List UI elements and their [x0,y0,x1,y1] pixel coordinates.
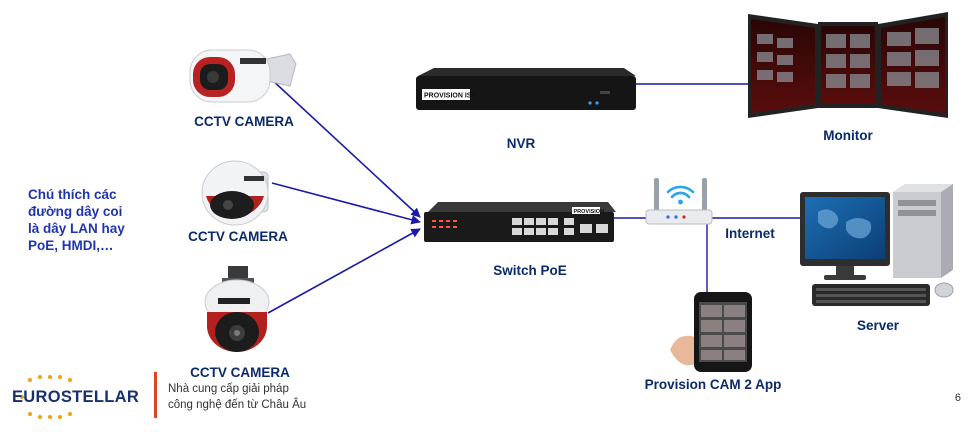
line-camera3-switch [267,228,421,314]
mobile-phone-icon [670,292,752,372]
camera2-label: CCTV CAMERA [188,229,288,244]
switch-label: Switch PoE [493,263,567,278]
tagline-line: công nghệ đến từ Châu Âu [168,399,307,411]
monitor-label: Monitor [823,128,873,143]
tagline-line: Nhà cung cấp giải pháp [168,383,289,395]
dome-camera-icon [201,160,269,226]
nvr-icon: PROVISION ISR [416,68,636,110]
cable-note-line: PoE, HMDI,… [28,238,114,253]
wifi-icon [666,185,695,199]
ptz-camera-icon [204,266,270,352]
camera1-label: CCTV CAMERA [194,114,294,129]
line-camera2-switch [271,182,421,225]
switch-brand-mark: PROVISION [574,209,605,215]
server-pc-icon [800,184,954,306]
server-label: Server [856,318,900,333]
line-camera1-switch [269,77,421,218]
brand-tagline: Nhà cung cấp giải pháp công nghệ đến từ … [168,381,306,413]
poe-switch-icon: PROVISION [424,202,616,242]
brand-name: EUROSTELLAR [12,388,140,406]
eurostellar-logo-icon [20,375,72,419]
page-number: 6 [954,392,961,404]
cable-note-line: đường dây coi [28,204,123,219]
connection-lines [267,77,800,314]
cable-note-line: là dây LAN hay [28,221,125,236]
bullet-camera-icon [189,49,297,103]
app-label: Provision CAM 2 App [644,377,782,392]
brand-divider [154,372,157,418]
nvr-brand-mark: PROVISION ISR [424,93,477,100]
nvr-label: NVR [506,136,536,151]
monitor-icon [748,12,948,118]
cable-note: Chú thích các đường dây coi là dây LAN h… [28,186,158,254]
internet-label: Internet [725,226,775,241]
cable-note-line: Chú thích các [28,187,117,202]
wifi-router-icon [645,178,713,225]
camera3-label: CCTV CAMERA [190,365,290,380]
